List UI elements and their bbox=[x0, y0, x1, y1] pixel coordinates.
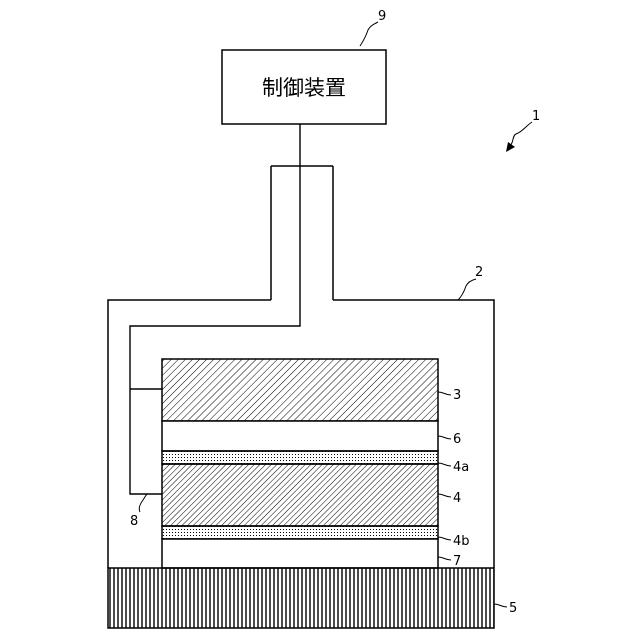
layer-6 bbox=[162, 421, 438, 451]
label-layer-4: 4 bbox=[453, 491, 461, 506]
label-layer-4b: 4b bbox=[453, 534, 470, 549]
label-layer-6: 6 bbox=[453, 432, 461, 447]
feedthrough-tube bbox=[271, 166, 333, 300]
layer-3 bbox=[162, 359, 438, 421]
base-5 bbox=[108, 568, 494, 628]
controller-text: 制御装置 bbox=[262, 76, 346, 100]
label-device-1: 1 bbox=[532, 109, 540, 124]
layer-7 bbox=[162, 539, 438, 568]
layer-4b bbox=[162, 526, 438, 539]
layer-4a bbox=[162, 451, 438, 464]
label-chamber-2: 2 bbox=[475, 265, 483, 280]
label-layer-7: 7 bbox=[453, 554, 461, 569]
label-base-5: 5 bbox=[509, 601, 517, 616]
device-arrow bbox=[506, 122, 532, 152]
label-layer-4a: 4a bbox=[453, 460, 469, 475]
controller-box: 制御装置 bbox=[222, 50, 386, 124]
label-layer-3: 3 bbox=[453, 388, 461, 403]
layer-4 bbox=[162, 464, 438, 526]
label-wire-8: 8 bbox=[130, 514, 138, 529]
label-controller-9: 9 bbox=[378, 9, 386, 24]
